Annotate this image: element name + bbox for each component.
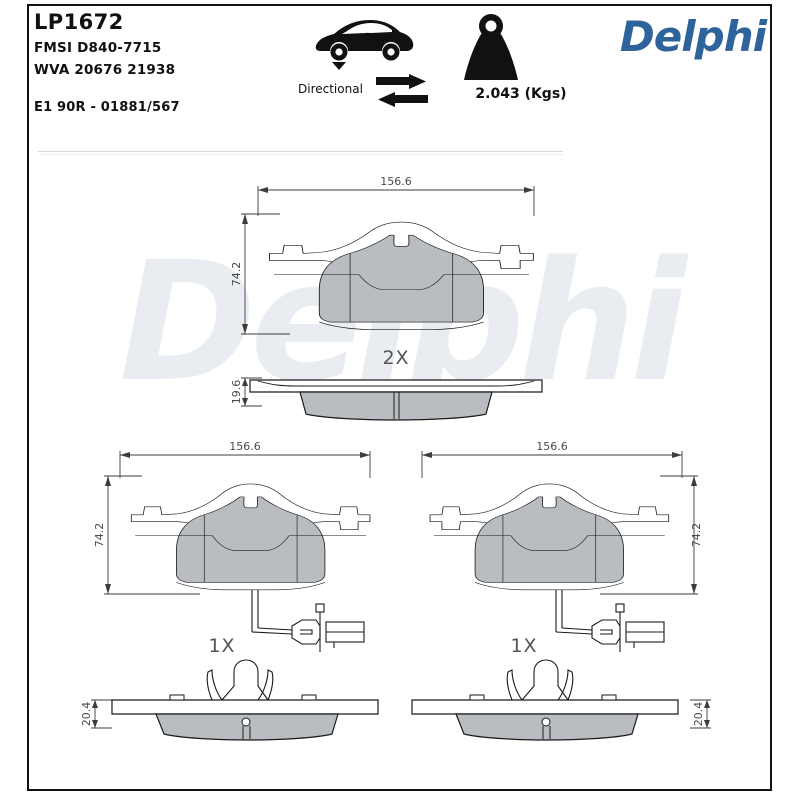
dim-thickness-left: 20.4 — [80, 702, 93, 727]
wear-sensor-right — [555, 590, 665, 652]
fmsi-code: FMSI D840-7715 — [34, 40, 162, 56]
header: LP1672 FMSI D840-7715 WVA 20676 21938 E1… — [34, 10, 774, 140]
dim-width-left: 156.6 — [229, 440, 261, 453]
wear-sensor-left — [251, 590, 365, 652]
weight-kettlebell-icon — [460, 12, 522, 84]
bidirectional-arrows-icon — [376, 74, 428, 108]
dim-thickness-right: 20.4 — [692, 702, 705, 727]
brand-logo: Delphi — [619, 12, 767, 61]
header-divider-shadow — [38, 154, 563, 155]
directional-label: Directional — [298, 82, 363, 96]
dim-height-right: 74.2 — [690, 523, 703, 548]
dim-width-top: 156.6 — [380, 175, 412, 188]
dim-thickness-top: 19.6 — [230, 380, 243, 405]
view-left-pad-side: 20.4 — [80, 659, 379, 741]
part-code-block: LP1672 FMSI D840-7715 WVA 20676 21938 E1… — [34, 10, 180, 115]
wva-code: WVA 20676 21938 — [34, 62, 176, 78]
drawing-frame-border — [27, 4, 772, 791]
car-front-axle-icon — [308, 12, 418, 70]
directional-block: Directional — [298, 12, 428, 108]
view-top-pad-side: 19.6 — [230, 377, 543, 421]
view-left-pad-face: 156.6 74.2 — [93, 440, 371, 657]
page-title: LP1672 — [34, 10, 124, 34]
dim-height-top: 74.2 — [230, 262, 243, 287]
dim-height-left: 74.2 — [93, 523, 106, 548]
view-right-pad-face: 156.6 74.2 — [421, 440, 703, 657]
header-divider — [38, 151, 563, 152]
weight-label: 2.043 (Kgs) — [475, 86, 567, 102]
directional-row: Directional — [298, 74, 428, 108]
weight-block: 2.043 (Kgs) — [446, 12, 596, 108]
view-top-pad-face: 156.6 74.2 2X — [230, 175, 535, 369]
approval-code: E1 90R - 01881/567 — [34, 100, 180, 115]
qty-label-right: 1X — [510, 635, 537, 657]
qty-label-top: 2X — [382, 347, 409, 369]
qty-label-left: 1X — [208, 635, 235, 657]
dim-width-right: 156.6 — [536, 440, 568, 453]
view-right-pad-side: 20.4 — [411, 659, 711, 741]
